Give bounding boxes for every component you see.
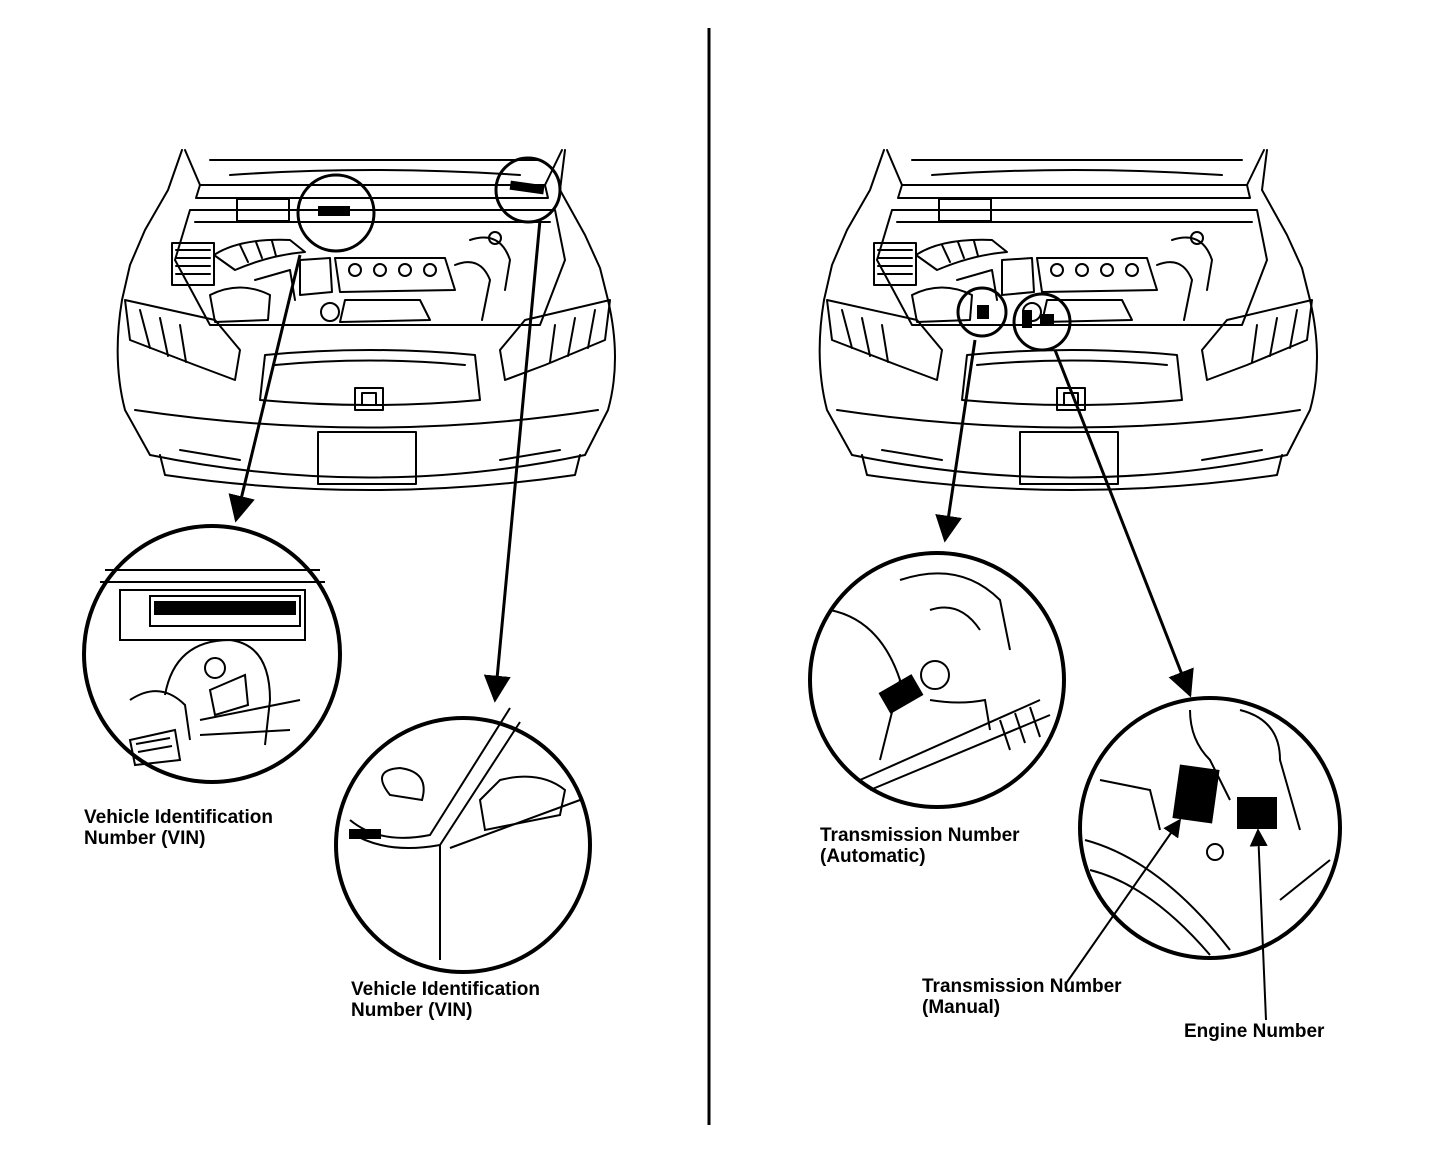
vin-label-left-line2: Number (VIN) — [84, 828, 206, 849]
engine-detail-circle — [1078, 696, 1342, 960]
right-arrow-1 — [935, 339, 977, 543]
vin-label-right-line2: Number (VIN) — [351, 1000, 473, 1021]
engine-leader — [1249, 828, 1268, 1021]
vin-label-left-line1: Vehicle Identification — [84, 807, 273, 828]
vin-label-right-line1: Vehicle Identification — [351, 979, 540, 1000]
trans-auto-label-line2: (Automatic) — [820, 846, 926, 867]
trans-manual-leader — [1064, 818, 1182, 986]
trans-manual-label-line1: Transmission Number — [922, 976, 1122, 997]
left-arrow-1 — [228, 254, 302, 523]
right-arrow-2 — [1053, 349, 1194, 698]
trans-auto-detail-circle — [808, 551, 1066, 809]
engine-callout-circle — [1012, 292, 1072, 352]
trans-manual-label: Transmission Number (Manual) — [922, 976, 1122, 1018]
left-callout-circle-2 — [494, 156, 562, 224]
right-car-illustration — [818, 149, 1318, 698]
vin-marker-2 — [509, 180, 545, 195]
left-callout-circle-1 — [296, 173, 376, 253]
vin-label-left: Vehicle Identification Number (VIN) — [84, 807, 273, 849]
left-arrow-2 — [483, 219, 542, 703]
trans-auto-callout-circle — [956, 286, 1008, 338]
trans-auto-label-line1: Transmission Number — [820, 825, 1020, 846]
left-car-illustration — [116, 149, 617, 703]
trans-manual-label-line2: (Manual) — [922, 997, 1001, 1018]
vin-marker-1 — [318, 206, 350, 216]
vin-label-right: Vehicle Identification Number (VIN) — [351, 979, 540, 1021]
vin-detail-circle-2 — [334, 707, 592, 974]
vin-detail-circle-1 — [82, 524, 342, 784]
engine-number-label: Engine Number — [1184, 1021, 1324, 1042]
engine-number-label-text: Engine Number — [1184, 1021, 1325, 1042]
trans-auto-label: Transmission Number (Automatic) — [820, 825, 1020, 867]
